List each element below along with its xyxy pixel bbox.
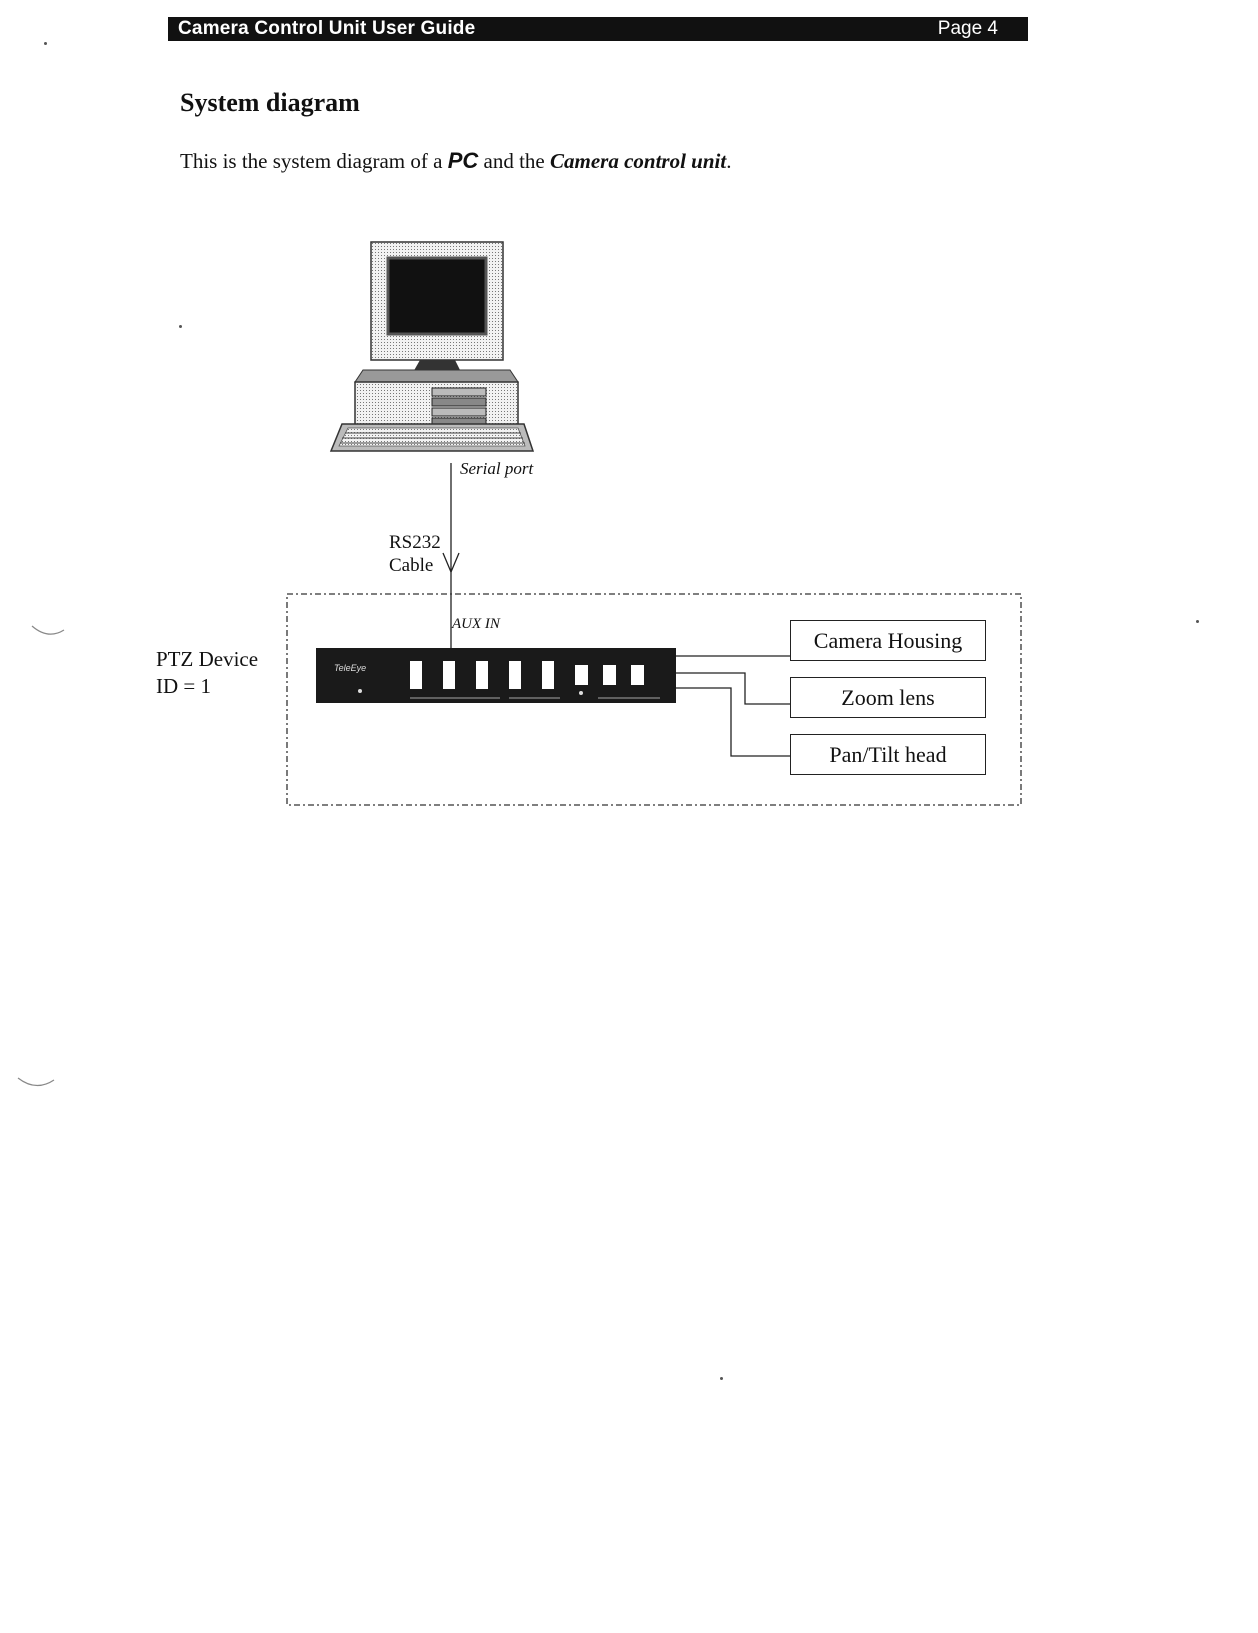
scan-speck (1196, 620, 1199, 623)
camera-control-unit (316, 648, 676, 703)
scan-speck (44, 42, 47, 45)
scan-speck (179, 325, 182, 328)
serial-port-label: Serial port (460, 459, 534, 478)
scan-mark (17, 1077, 55, 1087)
intro-paragraph: This is the system diagram of a PC and t… (180, 148, 731, 174)
device-logo: TeleEye (334, 663, 367, 673)
ptz-device-boundary (286, 593, 1022, 806)
cable-arrow-icon (442, 552, 460, 574)
intro-text-before: This is the system diagram of a (180, 149, 448, 173)
rs232-label: RS232 (389, 532, 441, 553)
pan-tilt-head-box: Pan/Tilt head (790, 734, 986, 775)
page-number: Page 4 (937, 18, 998, 39)
pc-icon (329, 241, 535, 452)
component-connections (676, 655, 790, 757)
intro-ccu-term: Camera control unit (550, 149, 727, 173)
cable-label: Cable (389, 555, 434, 576)
page-header: Camera Control Unit User Guide Page 4 (168, 17, 1028, 41)
aux-in-label: AUX IN (452, 616, 500, 632)
intro-text-end: . (726, 149, 732, 173)
ptz-device-label: PTZ Device (156, 647, 259, 671)
intro-pc-term: PC (447, 148, 479, 173)
scan-speck (720, 1377, 723, 1380)
ptz-id-label: ID = 1 (156, 674, 212, 698)
intro-text-middle: and the (478, 149, 550, 173)
section-title: System diagram (180, 88, 360, 117)
scan-mark (31, 625, 65, 635)
zoom-lens-box: Zoom lens (790, 677, 986, 718)
camera-housing-box: Camera Housing (790, 620, 986, 661)
header-title: Camera Control Unit User Guide (178, 18, 476, 39)
